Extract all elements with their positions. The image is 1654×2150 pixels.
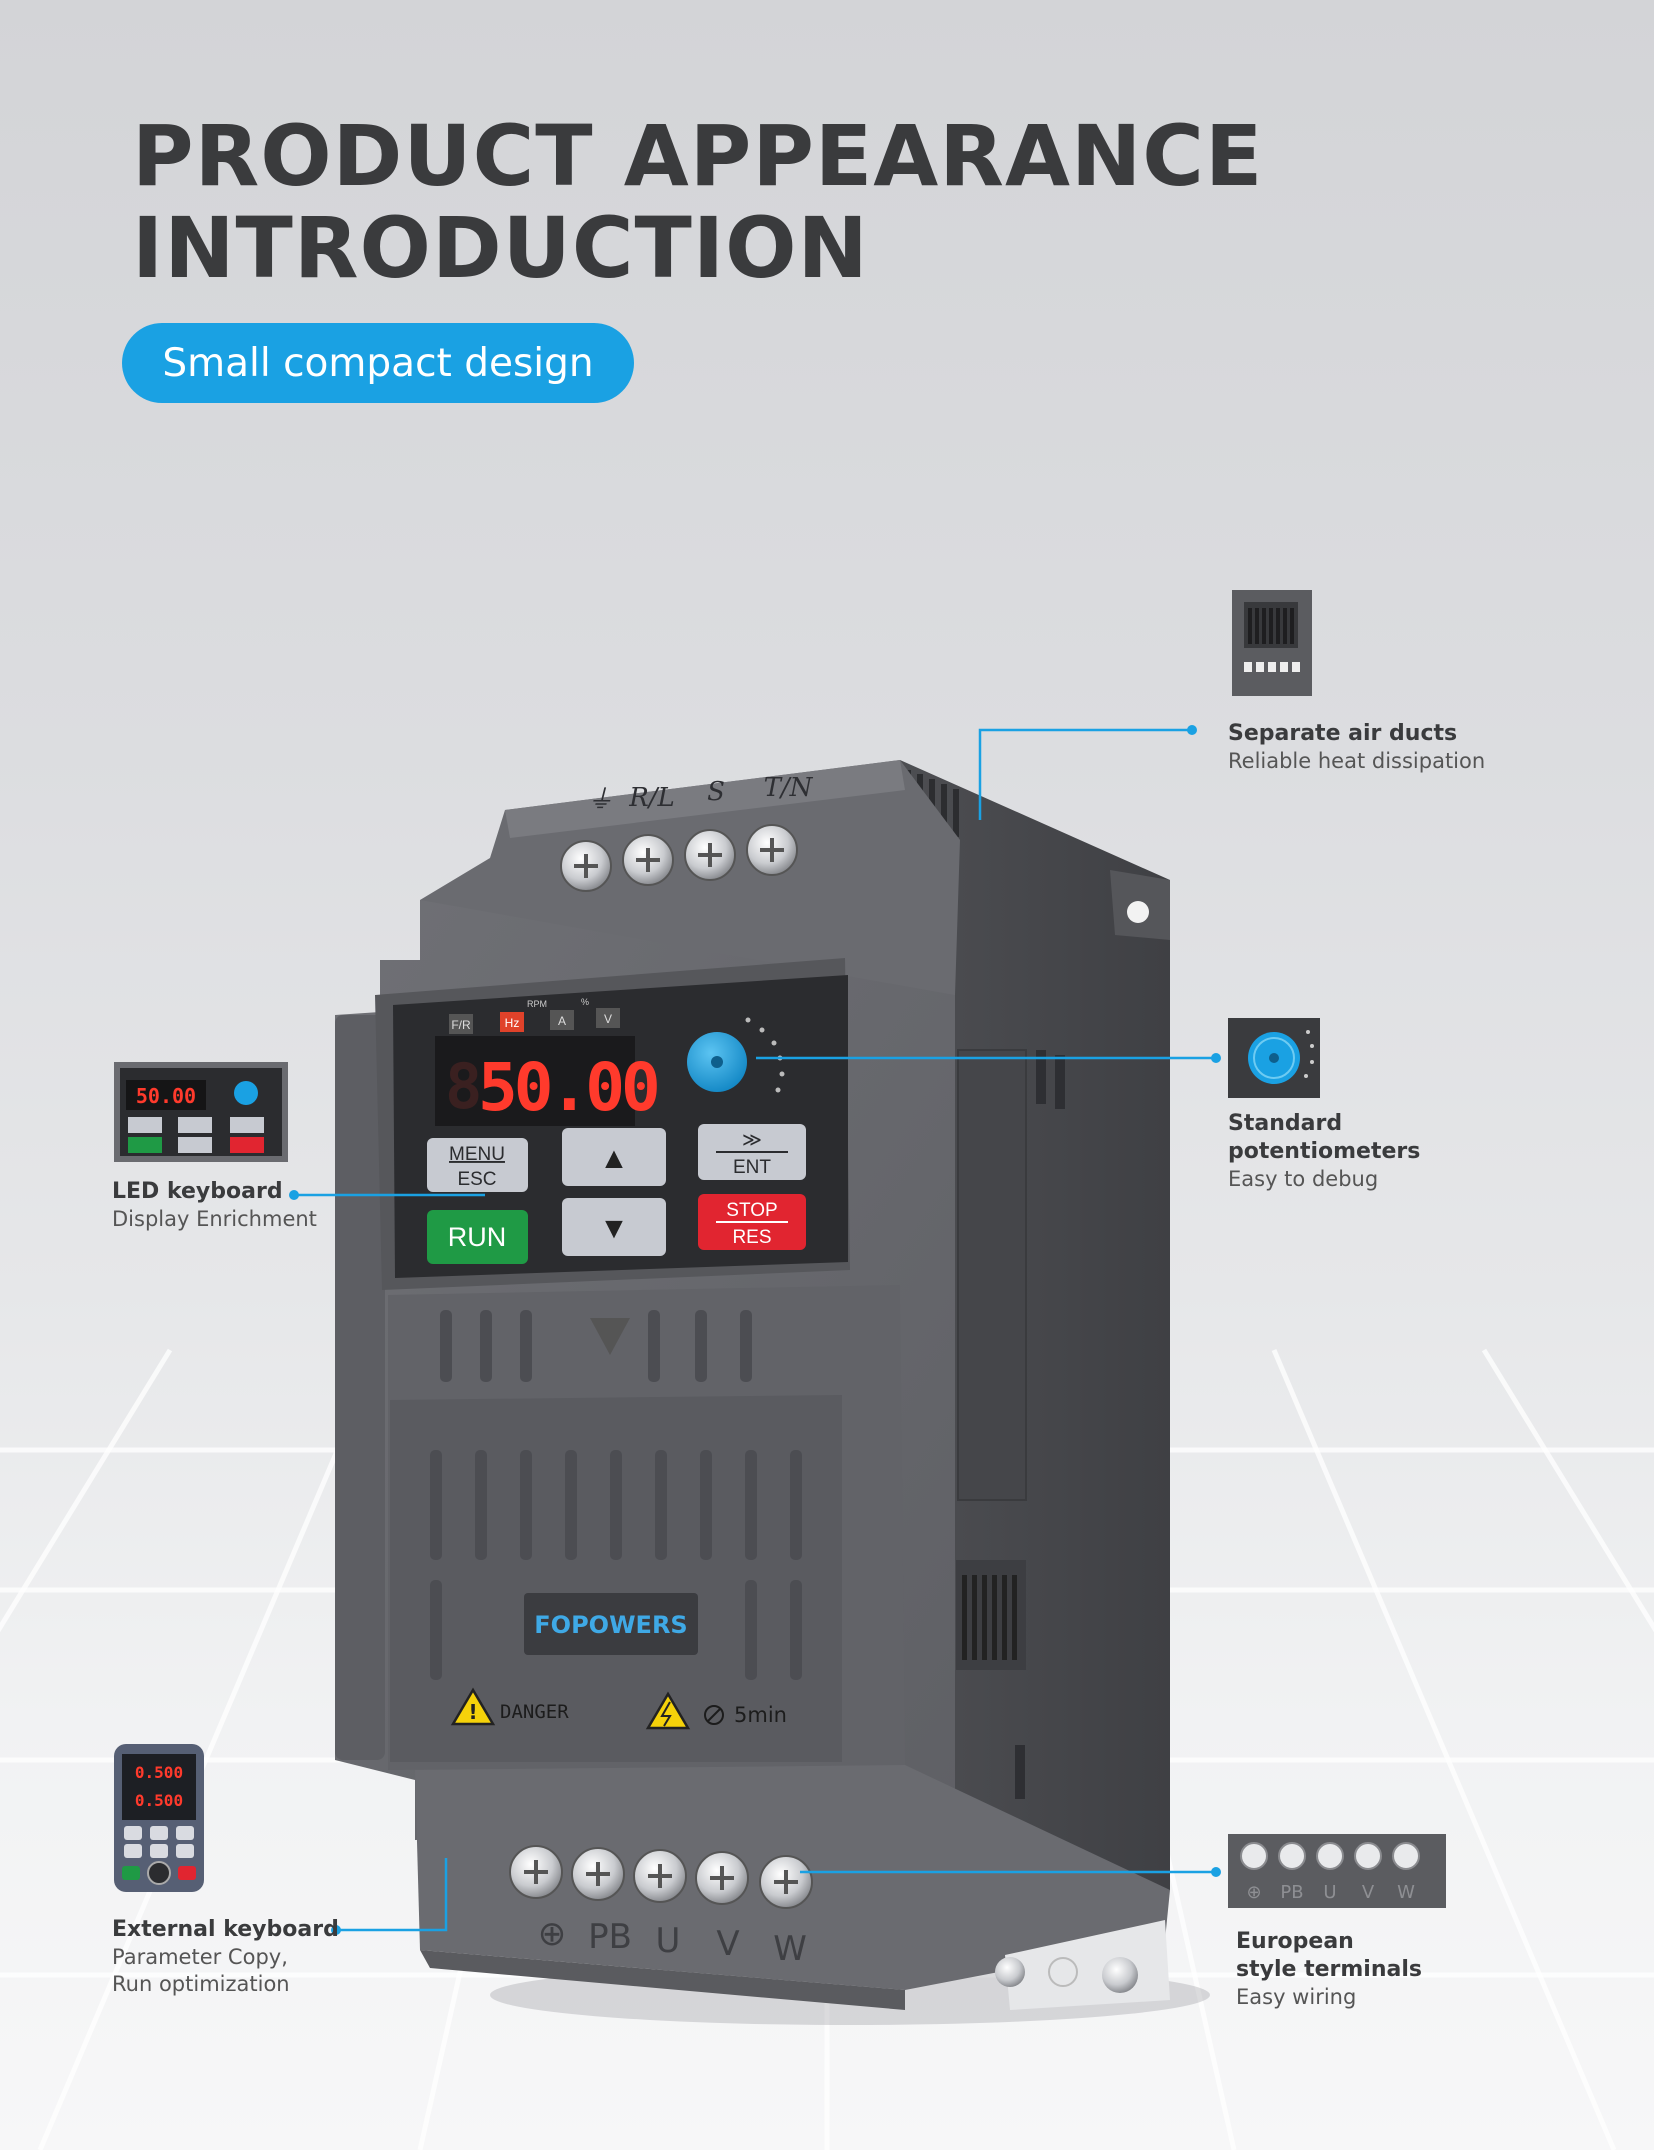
discharge-time: 5min	[734, 1703, 787, 1727]
brand-badge	[524, 1593, 698, 1655]
external-keyboard-thumbnail: 0.500 0.500	[114, 1744, 204, 1892]
menu-key-label: MENU	[449, 1144, 505, 1165]
leader-line-external-keyboard	[336, 1858, 448, 1932]
up-key-label: ▲	[599, 1142, 629, 1175]
tagline-pill: Small compact design	[122, 323, 634, 403]
danger-warning: ! DANGER	[450, 1687, 569, 1726]
output-terminal-label-v: V	[716, 1924, 739, 1964]
output-terminal-label-w: W	[773, 1929, 807, 1969]
page-title-line-2: INTRODUCTION	[132, 199, 869, 297]
page-title: PRODUCT APPEARANCE INTRODUCTION	[132, 110, 1263, 294]
mounting-hole-top	[1127, 901, 1149, 923]
run-key[interactable]	[427, 1210, 528, 1264]
led-keyboard-thumbnail: 50.00	[114, 1062, 288, 1162]
terminals-thumbnail-label-4: V	[1362, 1882, 1375, 1903]
stop-key-label: STOP	[726, 1200, 777, 1221]
indicator-fr: F/R	[451, 1018, 471, 1032]
callout-potentiometer-sub: Easy to debug	[1228, 1167, 1379, 1191]
indicator-group-percent: %	[581, 997, 589, 1007]
tagline-text: Small compact design	[162, 340, 594, 386]
callout-terminals: European style terminals Easy wiring	[1236, 1928, 1422, 2011]
callout-terminals-sub: Easy wiring	[1236, 1985, 1357, 2009]
callout-external-keyboard: External keyboard Parameter Copy, Run op…	[112, 1916, 339, 1998]
down-key-label: ▼	[599, 1212, 629, 1245]
output-terminal-screws	[509, 1845, 813, 1909]
callout-potentiometer: Standard potentiometers Easy to debug	[1228, 1110, 1420, 1193]
output-terminal-label-pb-symbol: ⊕	[538, 1914, 567, 1954]
input-terminal-label-r: R/L	[628, 783, 675, 813]
callout-external-keyboard-sub-1: Parameter Copy,	[112, 1945, 288, 1969]
terminals-thumbnail-label-5: W	[1397, 1882, 1415, 1903]
callout-external-keyboard-sub-2: Run optimization	[112, 1972, 290, 1996]
callout-led-keyboard-sub: Display Enrichment	[112, 1207, 317, 1231]
callout-air-ducts-heading: Separate air ducts	[1228, 721, 1458, 746]
callout-led-keyboard: LED keyboard Display Enrichment	[112, 1178, 317, 1233]
side-panel-recess	[957, 1049, 1027, 1501]
shift-key-label: ≫	[742, 1130, 762, 1151]
callout-air-ducts: Separate air ducts Reliable heat dissipa…	[1228, 720, 1485, 775]
cover-grooves	[430, 1310, 802, 1680]
brand-name: FOPOWERS	[534, 1611, 687, 1639]
callout-air-ducts-sub: Reliable heat dissipation	[1228, 749, 1486, 773]
run-key-label: RUN	[448, 1222, 507, 1252]
terminals-thumbnail: ⊕ PB U V W	[1228, 1834, 1446, 1908]
side-vent-lower	[956, 1560, 1026, 1670]
terminals-thumbnail-label-2: PB	[1280, 1882, 1303, 1903]
discharge-warning: 5min	[645, 1691, 787, 1730]
ent-key-label: ENT	[733, 1157, 771, 1178]
indicator-group-rpm: RPM	[527, 999, 547, 1009]
callout-external-keyboard-heading: External keyboard	[112, 1917, 339, 1942]
terminals-thumbnail-label-3: U	[1323, 1882, 1336, 1903]
output-terminal-label-u: U	[656, 1921, 681, 1961]
svg-text:!: !	[468, 1700, 477, 1724]
air-duct-thumbnail	[1232, 590, 1312, 696]
indicator-a: A	[558, 1014, 566, 1028]
potentiometer-knob	[687, 1017, 785, 1093]
danger-label: DANGER	[500, 1701, 569, 1723]
leader-line-air-ducts	[978, 728, 1192, 820]
callout-potentiometer-heading-2: potentiometers	[1228, 1139, 1421, 1164]
callout-terminals-heading-2: style terminals	[1236, 1957, 1422, 1982]
callout-led-keyboard-heading: LED keyboard	[112, 1179, 283, 1204]
input-terminal-label-t: T/N	[764, 773, 814, 803]
up-key[interactable]	[562, 1128, 666, 1186]
indicator-hz: Hz	[505, 1016, 520, 1030]
page-title-line-1: PRODUCT APPEARANCE	[132, 107, 1264, 205]
callout-potentiometer-heading-1: Standard	[1228, 1111, 1343, 1136]
led-display-value: 50.00	[478, 1049, 657, 1126]
res-key-label: RES	[732, 1227, 771, 1248]
down-key[interactable]	[562, 1198, 666, 1256]
menu-esc-key[interactable]	[427, 1138, 528, 1192]
output-terminal-label-pb: PB	[588, 1917, 632, 1957]
external-keyboard-thumbnail-value-2: 0.500	[135, 1791, 183, 1810]
esc-key-label: ESC	[457, 1169, 496, 1190]
input-terminal-screws	[560, 824, 798, 892]
led-display-window	[435, 1036, 635, 1126]
external-keyboard-thumbnail-value-1: 0.500	[135, 1763, 183, 1782]
terminals-thumbnail-label-1: ⊕	[1246, 1882, 1261, 1903]
input-terminal-label-s: S	[707, 777, 725, 807]
indicator-v: V	[604, 1012, 612, 1026]
input-terminal-label-ground: ⏚	[587, 785, 613, 815]
potentiometer-thumbnail	[1228, 1018, 1320, 1098]
callout-terminals-heading-1: European	[1236, 1929, 1354, 1954]
led-keyboard-thumbnail-value: 50.00	[136, 1084, 196, 1108]
svg-text:8: 8	[445, 1050, 482, 1123]
